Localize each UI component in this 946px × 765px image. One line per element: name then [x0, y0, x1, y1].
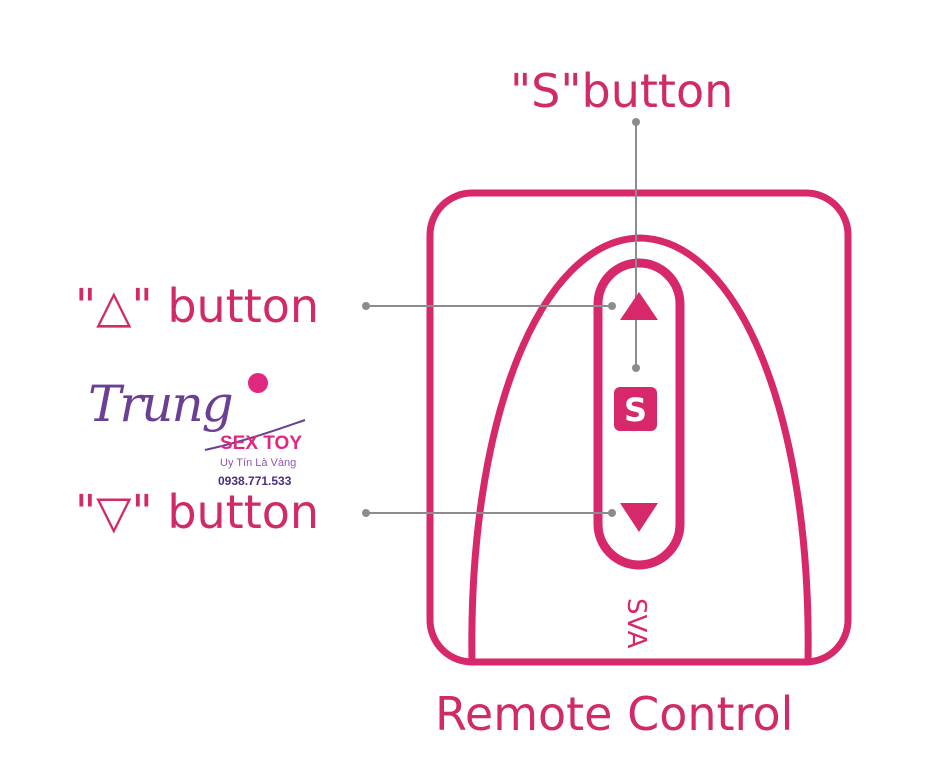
brand-text: SVA	[621, 598, 651, 649]
leader-dot	[608, 509, 616, 517]
watermark-logo: Trung SEX TOY Uy Tín Là Vàng 0938.771.53…	[80, 365, 320, 495]
up-arrow-button-icon	[620, 292, 658, 320]
remote-body-outline	[426, 189, 852, 666]
leader-dot	[608, 302, 616, 310]
logo-figure-icon	[248, 373, 268, 393]
up-button-label-text: "△" button	[75, 279, 319, 333]
leader-dot	[362, 509, 370, 517]
logo-brand: SEX TOY	[220, 433, 303, 454]
logo-slogan: Uy Tín Là Vàng	[220, 457, 297, 469]
caption: Remote Control	[435, 687, 793, 741]
leader-dot	[362, 302, 370, 310]
logo-phone: 0938.771.533	[218, 474, 292, 488]
leader-dot	[632, 118, 640, 126]
remote-dome-outline	[468, 234, 812, 663]
logo-name: Trung	[88, 375, 234, 433]
button-pill-outline	[593, 258, 685, 570]
s-button	[614, 387, 657, 431]
leader-dot	[632, 364, 640, 372]
logo-swash	[204, 419, 306, 451]
down-arrow-button-icon	[620, 503, 658, 532]
s-button-label: S	[624, 391, 647, 429]
s-button-label-text: "S"button	[510, 64, 733, 118]
down-button-label-text: "▽" button	[75, 485, 319, 539]
